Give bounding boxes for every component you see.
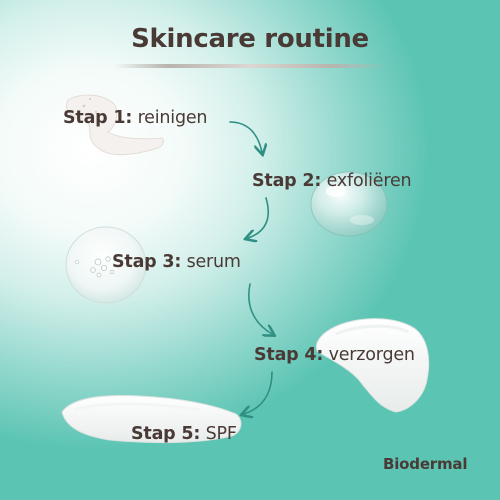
cleanser-foam-icon <box>66 94 164 156</box>
brand-logo: Biodermal <box>383 455 468 473</box>
serum-drop-icon <box>65 226 147 304</box>
step-4-label: Stap 4: verzorgen <box>254 345 415 365</box>
flow-arrow-3 <box>248 283 272 334</box>
title-underline <box>114 64 386 68</box>
flow-arrow-4 <box>244 371 273 414</box>
moisturizer-cream-icon <box>315 318 430 413</box>
flow-arrow-1 <box>229 121 262 152</box>
page-title: Skincare routine <box>131 24 369 54</box>
exfoliant-droplet-icon <box>310 171 388 237</box>
flow-arrow-2 <box>248 197 270 238</box>
sunscreen-swipe-icon <box>61 395 242 444</box>
step-1-label: Stap 1: reinigen <box>63 108 208 128</box>
step-5-label: Stap 5: SPF <box>131 424 237 444</box>
step-2-label: Stap 2: exfoliëren <box>252 171 412 191</box>
flow-arrows <box>229 121 273 414</box>
step-3-label: Stap 3: serum <box>112 252 241 272</box>
